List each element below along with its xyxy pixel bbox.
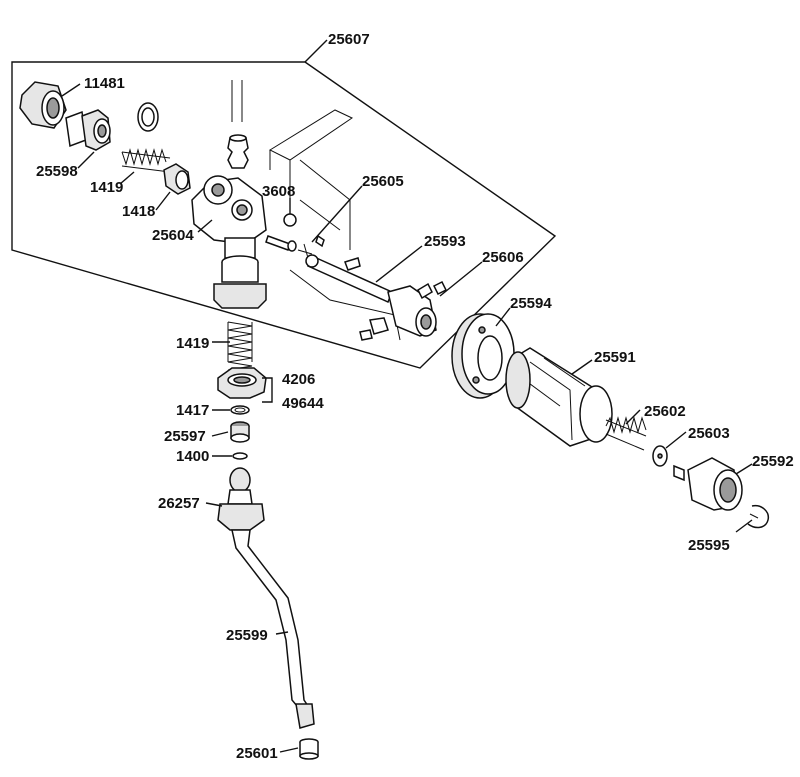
spring-lower-part [227, 321, 253, 371]
label-25599: 25599 [226, 627, 268, 644]
label-25604: 25604 [152, 227, 194, 244]
label-4206: 4206 [282, 371, 315, 388]
label-11481: 11481 [84, 75, 125, 92]
hose-barb-part [227, 134, 249, 169]
label-1417: 1417 [176, 402, 209, 419]
spout-tube-part [231, 529, 315, 729]
label-49644: 49644 [282, 395, 324, 412]
hex-nut-part [217, 367, 267, 399]
spring-upper-part [121, 148, 171, 173]
washer-25603-part [652, 445, 685, 482]
label-25592: 25592 [752, 453, 794, 470]
label-25597: 25597 [164, 428, 206, 445]
label-1418: 1418 [122, 203, 155, 220]
label-3608: 3608 [262, 183, 295, 200]
label-1400: 1400 [176, 448, 209, 465]
valve-outlet-fitting-part [213, 255, 267, 309]
assembly-boundary [11, 39, 557, 369]
valve-body-part [191, 175, 267, 259]
end-cap-part [687, 457, 743, 511]
label-25591: 25591 [594, 349, 636, 366]
part-labels: 25607 11481 25598 1419 1418 25604 3608 2… [36, 31, 794, 762]
tip-cap-part [299, 738, 319, 760]
label-25601: 25601 [236, 745, 278, 762]
nut-1418-part [163, 163, 191, 195]
label-1419-lower: 1419 [176, 335, 209, 352]
label-25598: 25598 [36, 163, 78, 180]
mounting-bracket [268, 109, 401, 341]
coupling-part [359, 280, 448, 341]
label-25594: 25594 [510, 295, 552, 312]
valve-stem-parts [265, 234, 325, 259]
washer-part [137, 102, 159, 132]
label-25607: 25607 [328, 31, 370, 48]
label-25605: 25605 [362, 173, 404, 190]
ring-1417-part [230, 405, 250, 415]
label-25606: 25606 [482, 249, 524, 266]
label-25593: 25593 [424, 233, 466, 250]
o-ring-3608-part [283, 213, 297, 227]
plunger-rod-part [305, 254, 393, 304]
retaining-clip-part [747, 504, 770, 529]
stem-tube [231, 80, 243, 122]
valve-cylinder-part [505, 347, 613, 447]
leader-lines [61, 83, 753, 753]
flange-ring-part [451, 313, 515, 399]
spout-connector-part [217, 467, 265, 531]
seat-25597-part [230, 421, 250, 443]
inlet-fitting-part [65, 109, 111, 151]
label-25603: 25603 [688, 425, 730, 442]
spring-25602-part [605, 416, 647, 451]
gland-nut-part [19, 81, 67, 129]
o-ring-1400-part [232, 452, 248, 460]
label-25602: 25602 [644, 403, 686, 420]
label-1419-upper: 1419 [90, 179, 123, 196]
label-25595: 25595 [688, 537, 730, 554]
label-26257: 26257 [158, 495, 200, 512]
